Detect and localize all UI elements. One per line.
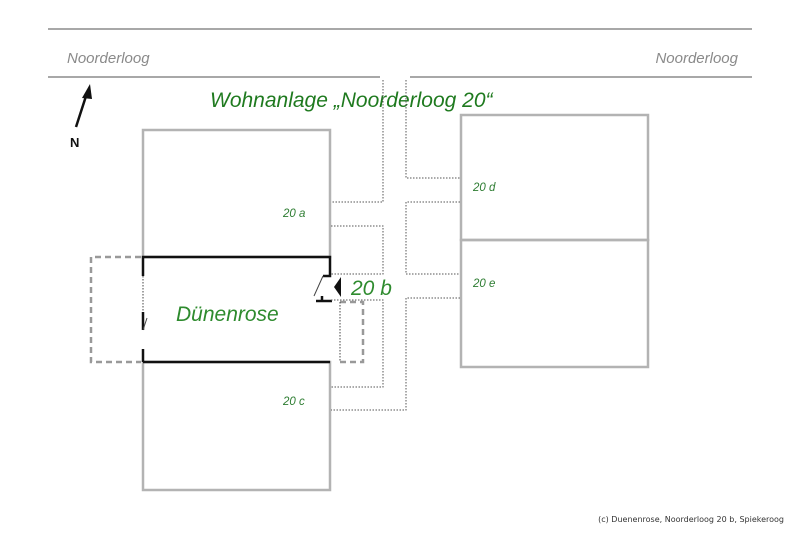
terrace-west bbox=[89, 255, 141, 364]
footpaths bbox=[331, 80, 460, 411]
entrance-marker-icon bbox=[334, 277, 341, 297]
unit-label-20d: 20 d bbox=[472, 182, 496, 194]
unit-name-duenenrose: Dünenrose bbox=[176, 303, 279, 326]
building-20d[interactable] bbox=[459, 113, 650, 242]
unit-label-20e: 20 e bbox=[472, 278, 495, 290]
unit-label-20a: 20 a bbox=[282, 208, 305, 220]
complex-title: Wohnanlage „Noorderloog 20“ bbox=[210, 89, 494, 112]
unit-20b-walls bbox=[141, 255, 341, 364]
unit-number-20b: 20 b bbox=[350, 277, 392, 300]
copyright-notice: (c) Duenenrose, Noorderloog 20 b, Spieke… bbox=[598, 515, 784, 524]
unit-label-20c: 20 c bbox=[282, 396, 305, 408]
street-label-left: Noorderloog bbox=[67, 50, 150, 67]
north-label: N bbox=[70, 135, 79, 150]
street-label-right: Noorderloog bbox=[655, 50, 738, 67]
terrace-east bbox=[340, 300, 365, 364]
building-20a[interactable] bbox=[141, 128, 332, 259]
north-arrow-icon bbox=[74, 84, 92, 128]
building-20e[interactable] bbox=[459, 238, 650, 369]
building-20c[interactable] bbox=[141, 360, 332, 492]
